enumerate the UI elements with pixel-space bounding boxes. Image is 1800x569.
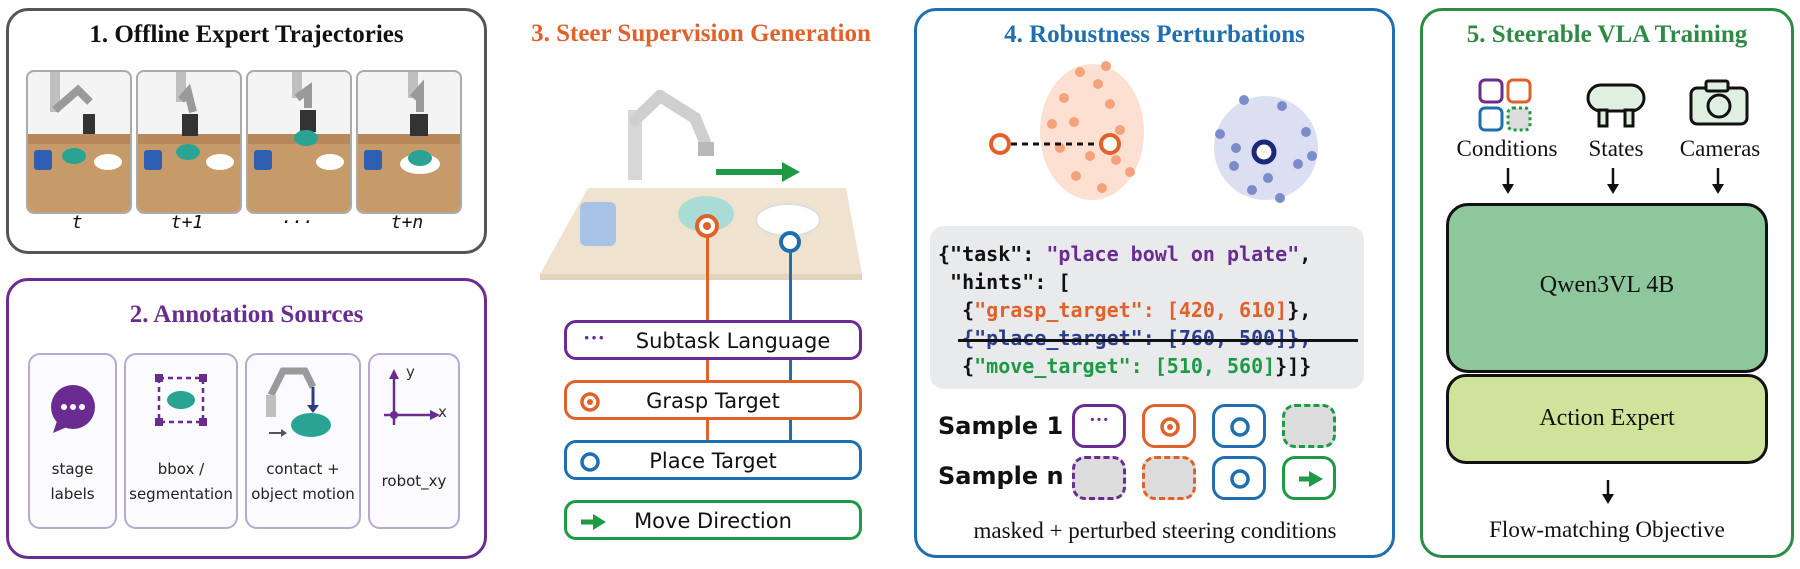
dots-icon: ···: [1088, 409, 1109, 431]
chip-subtask-masked: [1072, 456, 1126, 500]
robot-scene-image: [358, 72, 460, 212]
pill-label: Move Direction: [634, 509, 792, 533]
objective-label: Flow-matching Objective: [1489, 517, 1725, 542]
robot-arm-bowl-icon: [266, 367, 331, 437]
camera-icon: [1689, 79, 1749, 126]
trajectory-frame: [26, 70, 132, 214]
source-card-bbox: bbox / segmentation: [124, 353, 238, 529]
trajectory-frame: [246, 70, 352, 214]
place-target-marker: [779, 231, 801, 253]
grasp-icon: [580, 392, 600, 412]
input-arrows: [1502, 168, 1724, 194]
pill-subtask-language: ··· Subtask Language: [564, 320, 862, 360]
input-label-states: States: [1588, 136, 1644, 161]
sample-n-label: Sample n: [938, 462, 1064, 490]
chip-subtask: ···: [1072, 404, 1126, 448]
axis-x-label: x: [438, 403, 447, 421]
card-label: object motion: [251, 485, 355, 503]
trajectory-frame: [356, 70, 462, 214]
pill-place-target: Place Target: [564, 440, 862, 480]
code-punct: {: [938, 354, 975, 378]
code-line-hints: "hints": [: [938, 270, 1071, 294]
card-label: stage: [51, 460, 94, 478]
arrow-right-icon: [581, 514, 606, 530]
code-grasp-value: "grasp_target": [420, 610]: [974, 298, 1288, 322]
pill-move-direction: Move Direction: [564, 500, 862, 540]
grasp-target-marker: [695, 214, 719, 238]
trajectory-frame: [136, 70, 242, 214]
code-punct: },: [1287, 298, 1312, 322]
code-line-grasp: {"grasp_target": [420, 610]},: [938, 298, 1311, 322]
axis-y-label: y: [406, 363, 415, 381]
place-icon: [1230, 417, 1250, 437]
frame-label: t+n: [390, 212, 424, 233]
states-robot-icon: [1586, 83, 1646, 128]
frame-label: t: [71, 212, 83, 233]
source-card-contact: contact + object motion: [245, 353, 361, 529]
dots-icon: ···: [583, 325, 606, 350]
card-label: contact +: [266, 460, 340, 478]
card-label: robot_xy: [381, 472, 447, 490]
code-line-place-struck: {"place_target": [760, 500]},: [938, 326, 1312, 350]
sample-1-label: Sample 1: [938, 412, 1064, 440]
chip-move-masked: [1282, 404, 1336, 448]
backbone-label: Qwen3VL 4B: [1539, 272, 1675, 298]
code-punct: ,: [1299, 242, 1312, 266]
panel-title: 1. Offline Expert Trajectories: [89, 21, 404, 48]
code-move-value: "move_target": [510, 560]: [974, 354, 1276, 378]
backbone-block: Qwen3VL 4B: [1446, 203, 1768, 373]
action-expert-block: Action Expert: [1446, 374, 1768, 464]
robot-scene-image: [28, 72, 130, 212]
perturbation-caption: masked + perturbed steering conditions: [973, 518, 1337, 543]
frame-label: t+1: [170, 212, 204, 233]
panel-title: 5. Steerable VLA Training: [1466, 21, 1748, 48]
pill-label: Subtask Language: [635, 329, 831, 353]
source-card-stage-labels: stage labels: [28, 353, 117, 529]
source-card-robot-xy: y x robot_xy: [368, 353, 460, 529]
code-punct: }]}: [1275, 354, 1312, 378]
input-label-cameras: Cameras: [1679, 136, 1761, 161]
robot-scene-image: [248, 72, 350, 212]
bbox-icon: [155, 374, 207, 426]
chat-bubble-icon: [51, 385, 95, 433]
panel-title: 4. Robustness Perturbations: [1004, 21, 1305, 48]
card-label: segmentation: [129, 485, 233, 503]
chip-place: [1212, 404, 1266, 448]
code-line-task: {"task": "place bowl on plate",: [938, 242, 1311, 266]
frame-label: ···: [280, 212, 314, 233]
chip-grasp-masked: [1142, 456, 1196, 500]
place-icon: [1230, 469, 1250, 489]
chip-move: [1282, 456, 1336, 500]
arrow-right-icon: [1299, 471, 1323, 487]
robot-table-scene: [540, 90, 862, 280]
card-label: labels: [50, 485, 95, 503]
code-punct: {: [938, 298, 975, 322]
code-key: {"task":: [938, 242, 1047, 266]
strikethrough-line: [958, 339, 1358, 342]
robot-scene-image: [138, 72, 240, 212]
place-icon: [580, 452, 600, 472]
code-task-value: "place bowl on plate": [1046, 242, 1300, 266]
chip-grasp: [1142, 404, 1196, 448]
pill-grasp-target: Grasp Target: [564, 380, 862, 420]
xy-axes-icon: [384, 369, 440, 425]
panel-title-steer-supervision: 3. Steer Supervision Generation: [531, 20, 871, 47]
panel-title: 2. Annotation Sources: [129, 301, 364, 328]
chip-place: [1212, 456, 1266, 500]
objective-arrow: [1602, 480, 1614, 504]
perturbation-scatter: [989, 61, 1318, 203]
conditions-icon: [1478, 78, 1532, 132]
code-line-move: {"move_target": [510, 560]}]}: [938, 354, 1311, 378]
action-expert-label: Action Expert: [1539, 405, 1675, 431]
hint-json-box: [930, 226, 1364, 389]
input-label-conditions: Conditions: [1456, 136, 1558, 161]
pill-label: Place Target: [649, 449, 777, 473]
pill-label: Grasp Target: [646, 389, 780, 413]
card-label: bbox /: [157, 460, 205, 478]
grasp-icon: [1160, 417, 1180, 437]
